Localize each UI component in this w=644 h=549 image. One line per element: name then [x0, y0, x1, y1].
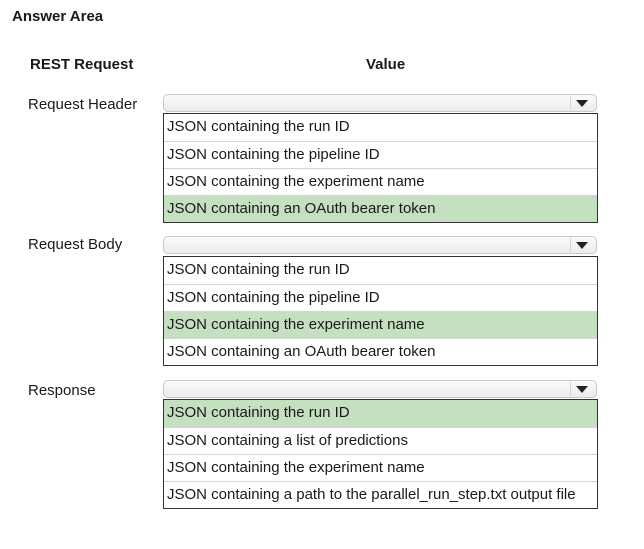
- dropdown-button[interactable]: [570, 382, 593, 396]
- option-experiment-name[interactable]: JSON containing the experiment name: [164, 311, 597, 338]
- option-oauth-token[interactable]: JSON containing an OAuth bearer token: [164, 338, 597, 365]
- value-header: Value: [366, 56, 406, 73]
- response-dropdown[interactable]: [163, 380, 597, 398]
- answer-area-title: Answer Area: [12, 8, 104, 25]
- option-run-id[interactable]: JSON containing the run ID: [167, 118, 350, 135]
- chevron-down-icon: [576, 385, 588, 393]
- option-oauth-token[interactable]: JSON containing an OAuth bearer token: [164, 195, 597, 222]
- option-pipeline-id[interactable]: JSON containing the pipeline ID: [164, 284, 597, 311]
- request-body-dropdown[interactable]: [163, 236, 597, 254]
- response-label: Response: [28, 382, 96, 399]
- request-body-options: JSON containing the run ID JSON containi…: [163, 256, 598, 366]
- request-header-options: JSON containing the run ID JSON containi…: [163, 113, 598, 223]
- rest-request-header: REST Request: [30, 56, 134, 73]
- response-options: JSON containing the run ID JSON containi…: [163, 399, 598, 509]
- dropdown-button[interactable]: [570, 96, 593, 110]
- option-run-id[interactable]: JSON containing the run ID: [167, 261, 350, 278]
- option-experiment-name[interactable]: JSON containing the experiment name: [164, 168, 597, 195]
- chevron-down-icon: [576, 99, 588, 107]
- request-header-dropdown[interactable]: [163, 94, 597, 112]
- chevron-down-icon: [576, 241, 588, 249]
- request-header-label: Request Header: [28, 96, 138, 113]
- dropdown-button[interactable]: [570, 238, 593, 252]
- option-pipeline-id[interactable]: JSON containing the pipeline ID: [164, 141, 597, 168]
- option-experiment-name[interactable]: JSON containing the experiment name: [164, 454, 597, 481]
- option-run-id[interactable]: JSON containing the run ID: [164, 400, 597, 427]
- option-predictions-list[interactable]: JSON containing a list of predictions: [164, 427, 597, 454]
- option-output-file-path[interactable]: JSON containing a path to the parallel_r…: [164, 481, 597, 508]
- request-body-label: Request Body: [28, 236, 123, 253]
